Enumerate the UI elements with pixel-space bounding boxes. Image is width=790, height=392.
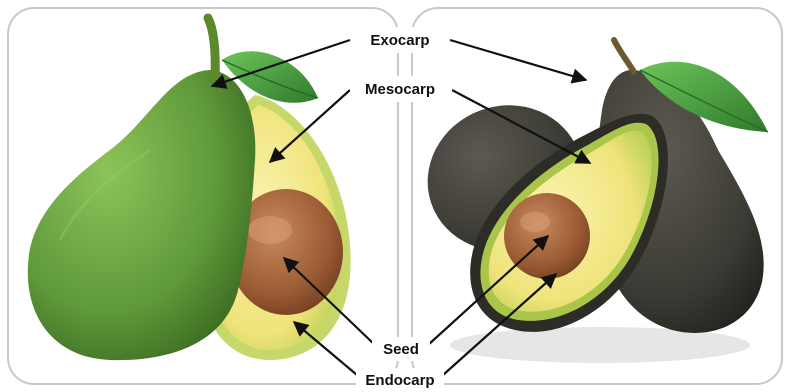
label-exocarp: Exocarp	[370, 32, 429, 49]
label-seed: Seed	[383, 341, 419, 358]
left-panel	[8, 8, 398, 384]
label-mesocarp: Mesocarp	[365, 81, 435, 98]
label-endocarp: Endocarp	[365, 372, 434, 389]
right-panel	[407, 8, 782, 384]
